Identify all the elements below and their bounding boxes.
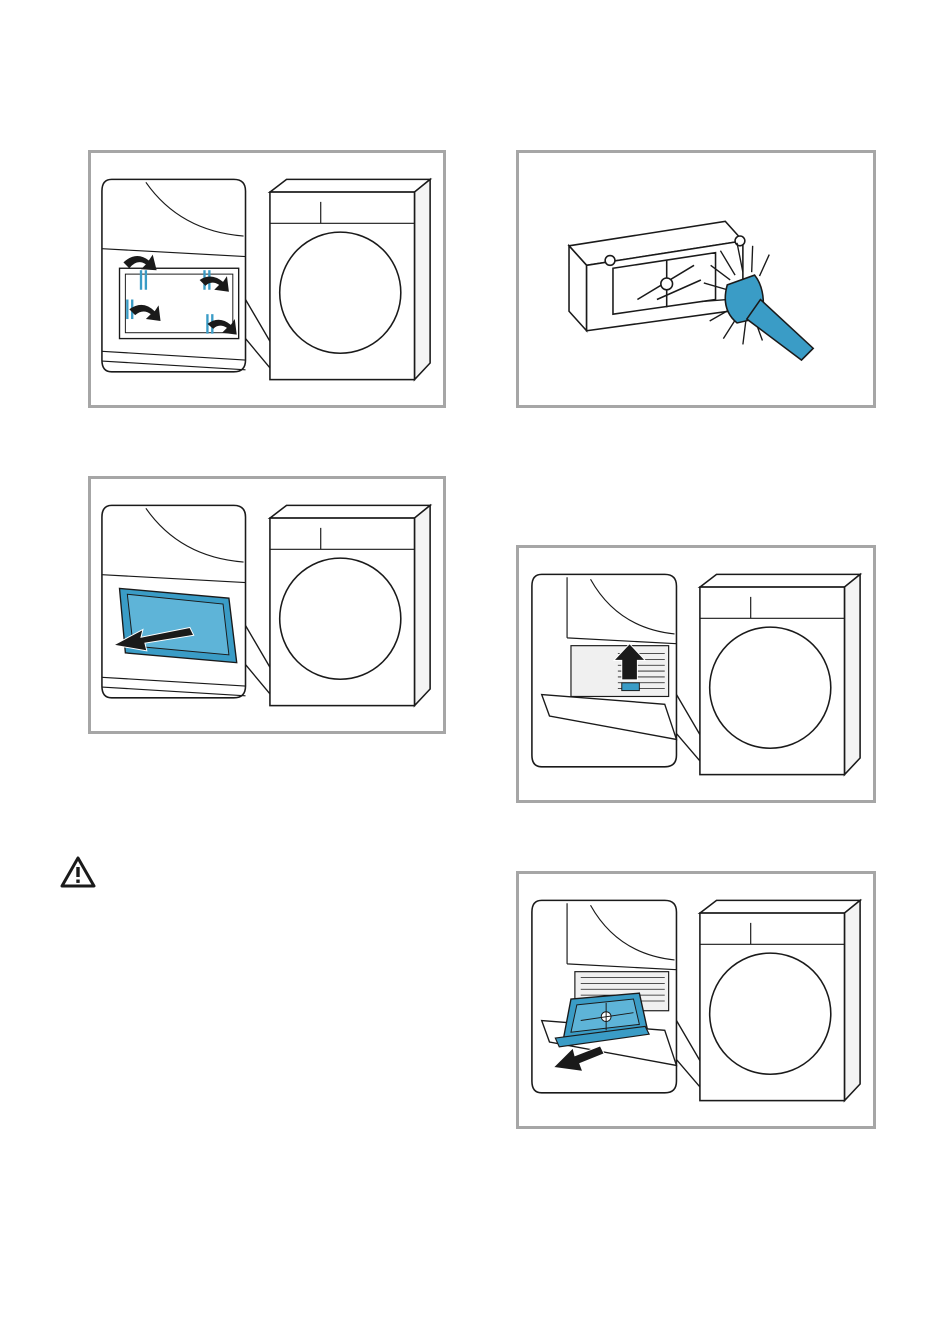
pull-cover-drawing: [91, 479, 443, 731]
illustration-pull-filter: [516, 871, 876, 1129]
unlock-clips-drawing: [91, 153, 443, 405]
warning-icon: [60, 855, 96, 889]
illustration-lift-filter: [516, 545, 876, 803]
illustration-pull-cover: [88, 476, 446, 734]
lift-filter-drawing: [519, 548, 873, 800]
illustration-clean-cover: [516, 150, 876, 408]
illustration-unlock-clips: [88, 150, 446, 408]
clean-cover-drawing: [519, 153, 873, 405]
pull-filter-drawing: [519, 874, 873, 1126]
